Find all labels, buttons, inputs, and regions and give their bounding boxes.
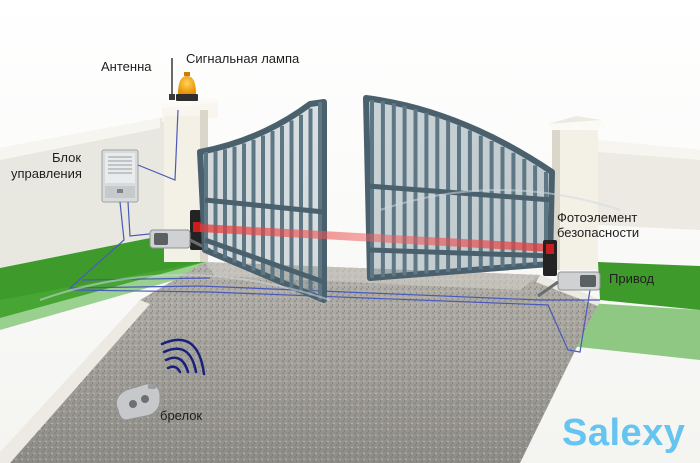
left-wall [0,118,200,268]
gate-leaf-right [363,95,555,281]
label-photocell-line2: безопасности [557,225,640,240]
right-pillar [548,116,606,270]
label-drive: Привод [609,271,655,286]
driveway-gravel [10,262,600,463]
wiring [68,109,600,353]
signal-lamp-icon [176,72,198,101]
label-control-unit-line2: управления [11,166,82,181]
drive-motor-left-icon [149,229,211,252]
photocell-right-icon [543,240,557,276]
antenna-icon [169,58,175,100]
drive-motor-right-icon [537,271,601,298]
control-unit-icon [101,149,139,203]
radio-waves-icon [160,338,206,376]
label-control-unit-line1: Блок [52,150,82,165]
safety-beam [200,224,550,252]
label-photocell-line1: Фотоэлемент [557,210,638,225]
gate-leaf-left [197,99,327,303]
keyfob-icon [115,383,161,421]
grass-right [598,262,700,310]
brand-watermark: Salexy [562,412,686,454]
label-antenna: Антенна [101,59,152,74]
label-keyfob: брелок [160,408,203,423]
right-wall [598,140,700,230]
background-watermark [39,189,621,301]
label-signal-lamp: Сигнальная лампа [186,51,300,66]
curb-left [0,300,150,463]
